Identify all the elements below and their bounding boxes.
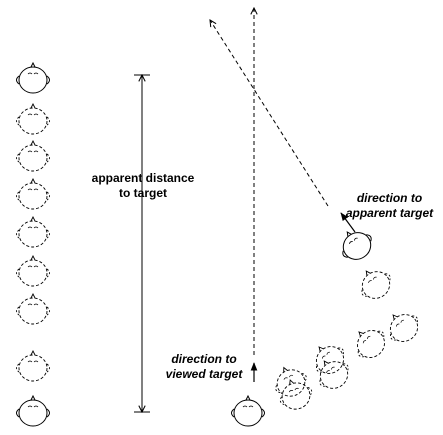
label-line: apparent distance: [91, 171, 195, 185]
dashed-head-icon: [16, 350, 50, 382]
head-icon: [16, 395, 50, 427]
dashed-head-icon: [352, 261, 398, 306]
dashed-head-icon: [16, 216, 50, 248]
direction-to-apparent-target-label: direction to apparent target: [336, 191, 443, 221]
label-line: direction to: [356, 191, 423, 205]
head-icon: [231, 395, 265, 427]
dashed-head-icon: [379, 303, 426, 350]
direction-to-viewed-target-label: direction to viewed target: [160, 352, 248, 382]
dashed-head-icon: [310, 351, 356, 396]
dashed-head-icon: [16, 255, 50, 287]
apparent-target-direction-line: [210, 20, 329, 207]
apparent-distance-label: apparent distance to target: [78, 171, 208, 201]
head-icon: [333, 222, 379, 267]
dashed-head-icon: [16, 178, 50, 210]
label-line: to target: [119, 186, 167, 200]
dashed-head-icon: [16, 140, 50, 172]
dashed-head-icon: [16, 293, 50, 325]
label-line: direction to: [171, 352, 237, 366]
label-line: apparent target: [345, 206, 434, 220]
dashed-head-icon: [305, 335, 352, 382]
dashed-head-icon: [274, 373, 317, 415]
apparent-distance-arrow: [134, 75, 150, 412]
dashed-head-icon: [346, 319, 393, 366]
dashed-head-icon: [16, 103, 50, 135]
label-line: viewed target: [165, 367, 243, 381]
head-icon: [16, 62, 50, 94]
apparent-target-direction-arrow: [340, 212, 356, 233]
